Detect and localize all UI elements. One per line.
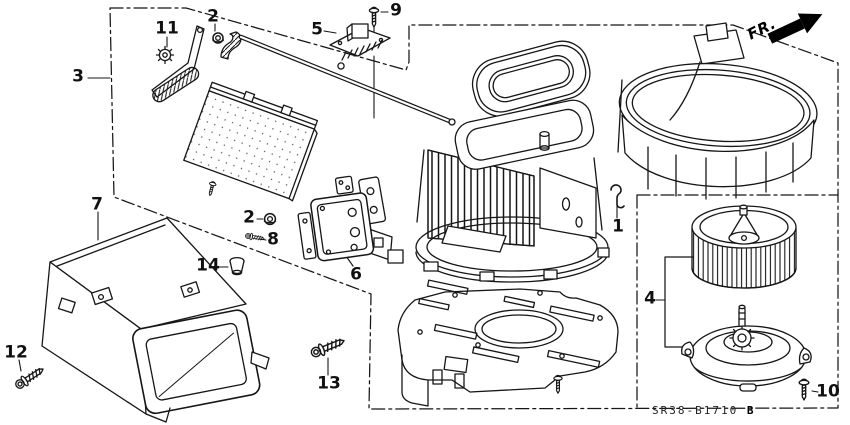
clip-screw-8: [244, 231, 266, 243]
part-label-7: 7: [91, 194, 103, 215]
resistor-screw-9: [368, 6, 380, 28]
plate-screw: [553, 374, 563, 394]
heater-core: [183, 81, 319, 202]
s-link: [220, 31, 242, 60]
fr-direction-arrow: [767, 13, 823, 44]
diagram-code-suffix: B: [746, 404, 756, 417]
part-label-14: 14: [196, 255, 220, 276]
part-label-9: 9: [390, 0, 402, 21]
part-label-12: 12: [4, 342, 28, 363]
lower-mount-plate: [397, 279, 619, 407]
group-boundary-lines: [109, 7, 839, 410]
tap-screw-13: [308, 334, 348, 361]
part-label-3: 3: [72, 66, 84, 87]
lever-knob-11: [155, 45, 175, 65]
part-label-1: 1: [612, 216, 624, 237]
duct-gasket: [471, 40, 591, 117]
blower-upper-case: [617, 22, 818, 200]
mode-control-lever: [151, 25, 205, 103]
part-label-4: 4: [644, 288, 656, 309]
part-label-2-top: 2: [207, 6, 219, 27]
part-label-2-mid: 2: [243, 207, 255, 228]
blower-unit-case: [358, 99, 610, 283]
blower-resistor-5: [329, 23, 391, 61]
part-label-11: 11: [155, 18, 179, 39]
heater-duct-7: [41, 217, 270, 423]
motor-screw-10: [798, 378, 810, 401]
diagram-code: SR38-B1710 B: [652, 404, 755, 417]
blower-motor: [681, 304, 812, 392]
part-label-10: 10: [816, 381, 840, 402]
part-label-6: 6: [350, 264, 362, 285]
mount-nut-2-mid: [263, 212, 277, 226]
fan-wheel: [691, 204, 797, 289]
grommet-14: [229, 256, 245, 276]
part-label-5: 5: [311, 19, 323, 40]
tap-screw-12: [12, 363, 47, 392]
actuator-motor-6: [297, 175, 375, 262]
part-label-8: 8: [267, 229, 279, 250]
part-label-13: 13: [317, 373, 341, 394]
mount-nut-2-top: [212, 32, 225, 44]
hook-clip-1: [610, 184, 625, 209]
control-rod: [238, 34, 456, 126]
core-screw: [206, 180, 217, 197]
diagram-code-text: SR38-B1710: [652, 404, 739, 417]
